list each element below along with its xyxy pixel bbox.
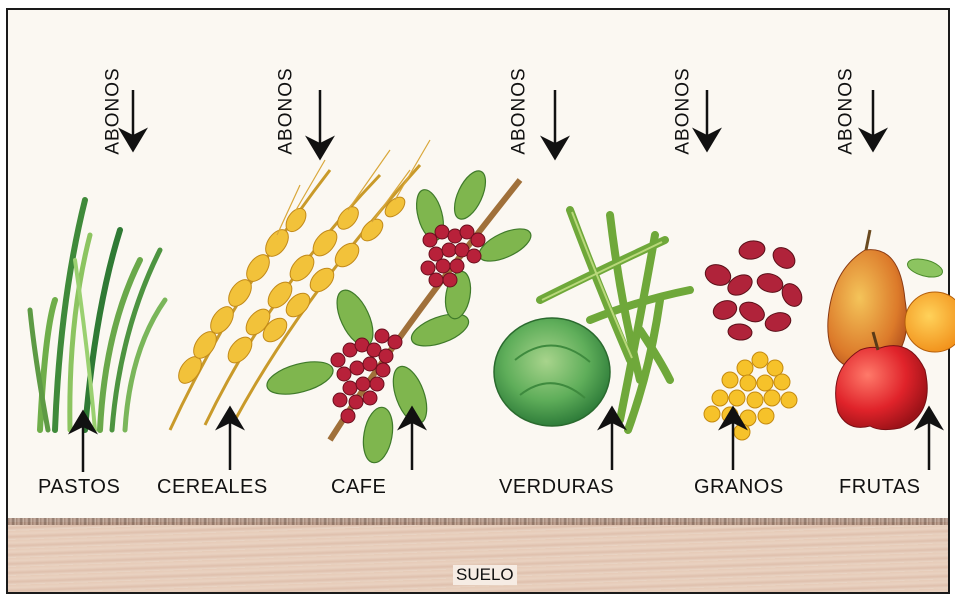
crop-label-cereales: CEREALES bbox=[157, 476, 268, 499]
crop-label-pastos: PASTOS bbox=[38, 476, 120, 499]
crop-label-cafe: CAFE bbox=[331, 476, 386, 499]
grass-illustration bbox=[30, 200, 165, 430]
crop-label-verduras: VERDURAS bbox=[499, 476, 614, 499]
crop-label-granos: GRANOS bbox=[694, 476, 784, 499]
up-arrows bbox=[83, 418, 929, 472]
grains-illustration bbox=[702, 239, 805, 440]
crop-label-frutas: FRUTAS bbox=[839, 476, 921, 499]
fruits-illustration bbox=[828, 230, 955, 430]
down-arrows bbox=[133, 90, 873, 148]
